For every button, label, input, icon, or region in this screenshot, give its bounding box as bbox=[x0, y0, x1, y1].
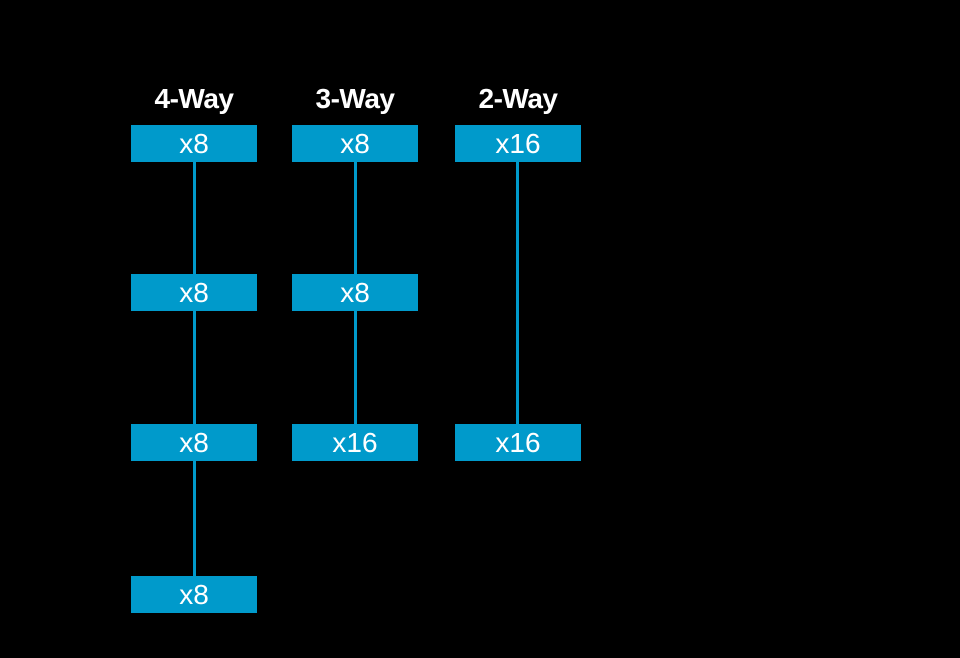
pcie-slot-box: x16 bbox=[455, 125, 581, 162]
slot-label: x8 bbox=[340, 277, 370, 308]
pcie-slot-box: x8 bbox=[131, 125, 257, 162]
connector-line bbox=[193, 311, 196, 424]
slot-label: x8 bbox=[179, 277, 209, 308]
pcie-slot-box: x16 bbox=[455, 424, 581, 461]
slot-label: x8 bbox=[340, 128, 370, 159]
connector-line bbox=[354, 311, 357, 424]
column-header-2-way: 2-Way bbox=[478, 83, 558, 114]
column-header-4-way: 4-Way bbox=[154, 83, 234, 114]
slot-label: x8 bbox=[179, 579, 209, 610]
pcie-slot-box: x8 bbox=[131, 576, 257, 613]
column-header-3-way: 3-Way bbox=[315, 83, 395, 114]
connector-line bbox=[193, 162, 196, 274]
pcie-slot-box: x8 bbox=[292, 274, 418, 311]
slot-label: x16 bbox=[495, 427, 541, 458]
slot-label: x8 bbox=[179, 427, 209, 458]
slot-label: x16 bbox=[332, 427, 378, 458]
pcie-slot-box: x8 bbox=[292, 125, 418, 162]
connector-line bbox=[516, 162, 519, 424]
pcie-slot-box: x16 bbox=[292, 424, 418, 461]
connector-line bbox=[354, 162, 357, 274]
slot-label: x16 bbox=[495, 128, 541, 159]
slot-label: x8 bbox=[179, 128, 209, 159]
connector-line bbox=[193, 461, 196, 576]
pcie-slot-box: x8 bbox=[131, 424, 257, 461]
pcie-slot-box: x8 bbox=[131, 274, 257, 311]
